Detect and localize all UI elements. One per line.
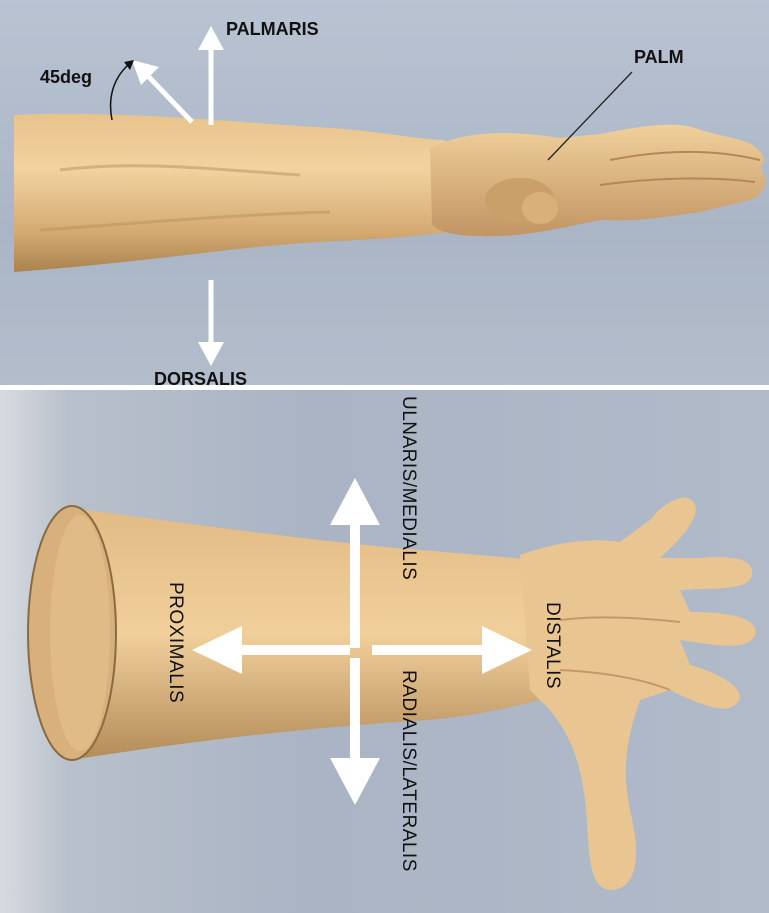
label-proximalis: PROXIMALIS: [166, 582, 185, 703]
angle-arc: [111, 65, 128, 120]
label-ulnaris-medialis: ULNARIS/MEDIALIS: [399, 396, 418, 580]
bottom-panel-top-view: ULNARIS/MEDIALIS RADIALIS/LATERALIS PROX…: [0, 390, 769, 913]
forearm-top-illustration: [0, 390, 769, 913]
label-palmaris: PALMARIS: [226, 20, 319, 38]
hand-top-shape: [520, 498, 756, 890]
thumb-tip-shape: [522, 192, 558, 224]
label-dorsalis: DORSALIS: [154, 370, 247, 385]
top-panel-side-view: PALMARIS 45deg PALM DORSALIS: [0, 0, 769, 385]
palmaris-arrow: [198, 26, 224, 125]
hand-side-shape: [430, 125, 765, 236]
label-distalis: DISTALIS: [543, 602, 562, 689]
forearm-side-shape: [14, 114, 450, 272]
label-palm: PALM: [634, 48, 684, 66]
dorsalis-arrow: [198, 280, 224, 366]
forearm-top-shape: [70, 508, 540, 760]
diagonal-45deg-arrow: [132, 60, 192, 122]
label-45deg: 45deg: [40, 68, 92, 86]
label-radialis-lateralis: RADIALIS/LATERALIS: [399, 670, 418, 872]
